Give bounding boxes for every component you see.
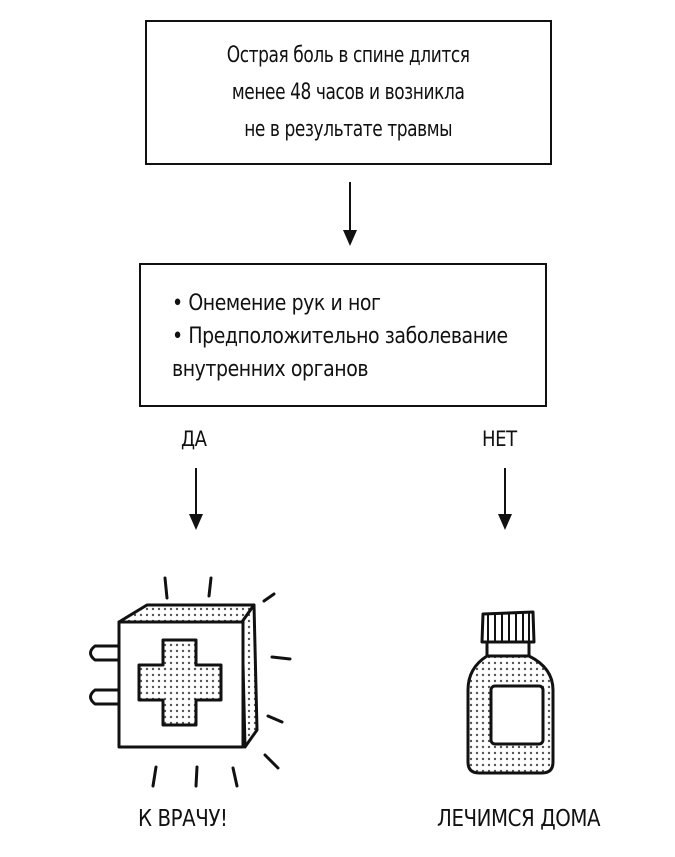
symptom-item-continuation: внутренних органов bbox=[172, 357, 369, 382]
start-condition-line: менее 48 часов и возникла bbox=[232, 80, 465, 105]
start-condition-line: Острая боль в спине длится bbox=[227, 43, 470, 68]
arrow-no bbox=[498, 468, 512, 530]
outcome-home-label: ЛЕЧИМСЯ ДОМА bbox=[437, 806, 601, 832]
medicine-bottle-icon bbox=[466, 610, 555, 775]
arrow-yes bbox=[189, 468, 203, 530]
first-aid-kit-icon bbox=[89, 576, 292, 788]
start-condition-line: не в результате травмы bbox=[244, 117, 453, 142]
outcome-doctor-label: К ВРАЧУ! bbox=[138, 806, 228, 832]
symptoms-list: • Онемение рук и ног • Предположительно … bbox=[172, 287, 508, 386]
start-condition-text: Острая боль в спине длится менее 48 часо… bbox=[227, 37, 470, 148]
start-condition-box: Острая боль в спине длится менее 48 часо… bbox=[145, 20, 552, 165]
branch-yes-label: ДА bbox=[181, 427, 207, 451]
symptoms-decision-box: • Онемение рук и ног • Предположительно … bbox=[139, 263, 547, 407]
symptom-item: • Предположительно заболевание bbox=[172, 324, 508, 349]
arrow-start-to-condition bbox=[343, 182, 357, 246]
symptom-item: • Онемение рук и ног bbox=[172, 291, 381, 316]
branch-no-label: НЕТ bbox=[482, 427, 517, 451]
